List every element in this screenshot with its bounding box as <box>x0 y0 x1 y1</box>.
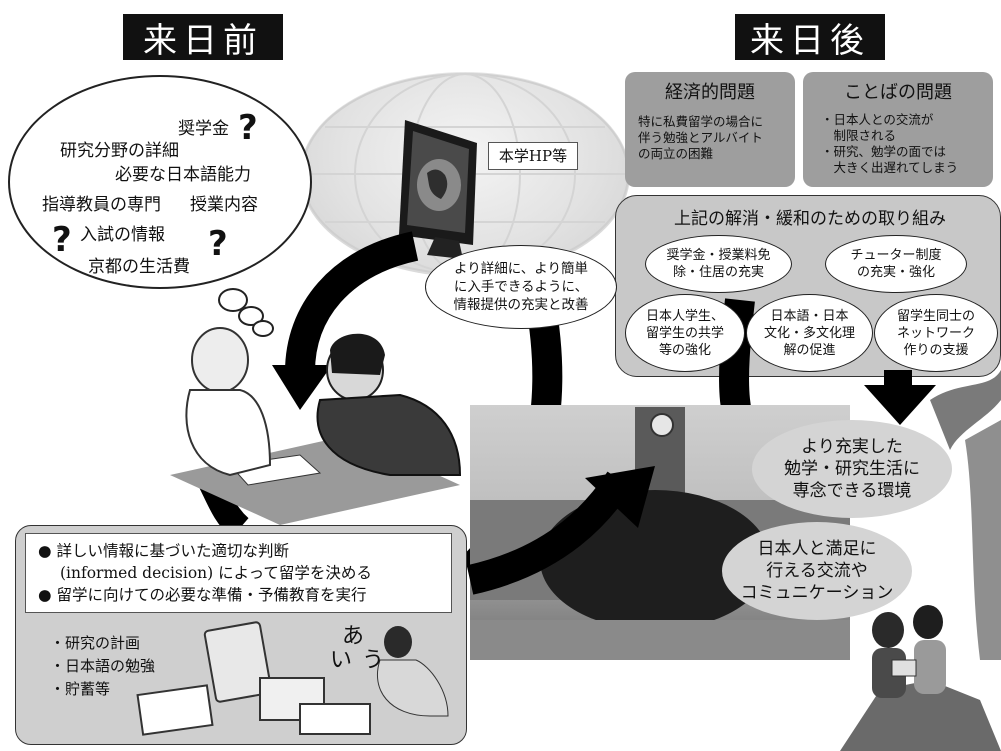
students-illustration <box>170 327 462 525</box>
thought-bubble-tail-3 <box>252 320 274 337</box>
bullet-informed-judgement: ● 詳しい情報に基づいた適切な判断 <box>38 542 289 560</box>
computer-monitor-icon <box>399 120 477 259</box>
language-problem-title: ことばの問題 <box>844 82 952 103</box>
thought-bubble <box>8 75 312 289</box>
economic-problem-body: 特に私費留学の場合に 伴う勉強とアルバイト の両立の困難 <box>638 114 764 161</box>
concern-scholarship: 奨学金 <box>178 119 229 139</box>
measure-scholarship-oval: 奨学金・授業料免 除・住居の充実 <box>645 235 792 293</box>
kana-i: い <box>330 648 353 673</box>
kana-a: あ <box>342 624 365 649</box>
plan-savings: ・貯蓄等 <box>50 680 111 698</box>
concern-japanese-ability: 必要な日本語能力 <box>115 165 251 185</box>
goal-research-environment: より充実した 勉学・研究生活に 専念できる環境 <box>752 420 952 518</box>
goal-communication: 日本人と満足に 行える交流や コミュニケーション <box>722 522 912 620</box>
bullet-informed-decision: (informed decision) によって留学を決める <box>60 564 372 582</box>
question-mark-icon: ? <box>238 108 258 148</box>
concern-living-cost: 京都の生活費 <box>88 257 190 277</box>
preparation-statement <box>25 533 452 613</box>
measures-title: 上記の解消・緩和のための取り組み <box>674 209 946 229</box>
measure-network-oval: 留学生同士の ネットワーク 作りの支援 <box>874 294 998 372</box>
economic-problem-title: 経済的問題 <box>665 82 755 103</box>
question-mark-icon: ? <box>52 220 72 260</box>
language-problem-box: ことばの問題 ・日本人との交流が 制限される ・研究、勉学の面では 大きく出遅れ… <box>803 72 993 187</box>
thought-bubble-tail-1 <box>218 288 248 312</box>
info-improvement-oval: より詳細に、より簡単 に入手できるように、 情報提供の充実と改善 <box>425 245 617 329</box>
measure-tutor-oval: チューター制度 の充実・強化 <box>825 235 967 293</box>
question-mark-icon: ? <box>208 224 228 264</box>
bullet-preparation: ● 留学に向けての必要な準備・予備教育を実行 <box>38 586 367 604</box>
header-before-arrival: 来日前 <box>123 14 283 61</box>
concern-research-field: 研究分野の詳細 <box>60 141 179 161</box>
concern-advisor-specialty: 指導教員の専門 <box>42 195 161 215</box>
concern-class-content: 授業内容 <box>190 195 258 215</box>
university-hp-label: 本学HP等 <box>488 142 578 170</box>
kana-u: う <box>362 648 385 673</box>
tree-and-couple-illustration <box>840 370 1001 751</box>
campus-ground <box>470 620 850 660</box>
clock-face <box>650 413 674 437</box>
economic-problem-box: 経済的問題 特に私費留学の場合に 伴う勉強とアルバイト の両立の困難 <box>625 72 795 187</box>
measure-co-learning-oval: 日本人学生、 留学生の共学 等の強化 <box>625 294 745 372</box>
measure-culture-oval: 日本語・日本 文化・多文化理 解の促進 <box>746 294 873 372</box>
plan-japanese-study: ・日本語の勉強 <box>50 657 156 675</box>
concern-entrance-exam: 入試の情報 <box>80 225 165 245</box>
language-problem-body: ・日本人との交流が 制限される ・研究、勉学の面では 大きく出遅れてしまう <box>821 112 959 175</box>
header-after-arrival: 来日後 <box>735 14 885 61</box>
study-items-illustration <box>136 621 449 736</box>
plan-research: ・研究の計画 <box>50 634 141 652</box>
